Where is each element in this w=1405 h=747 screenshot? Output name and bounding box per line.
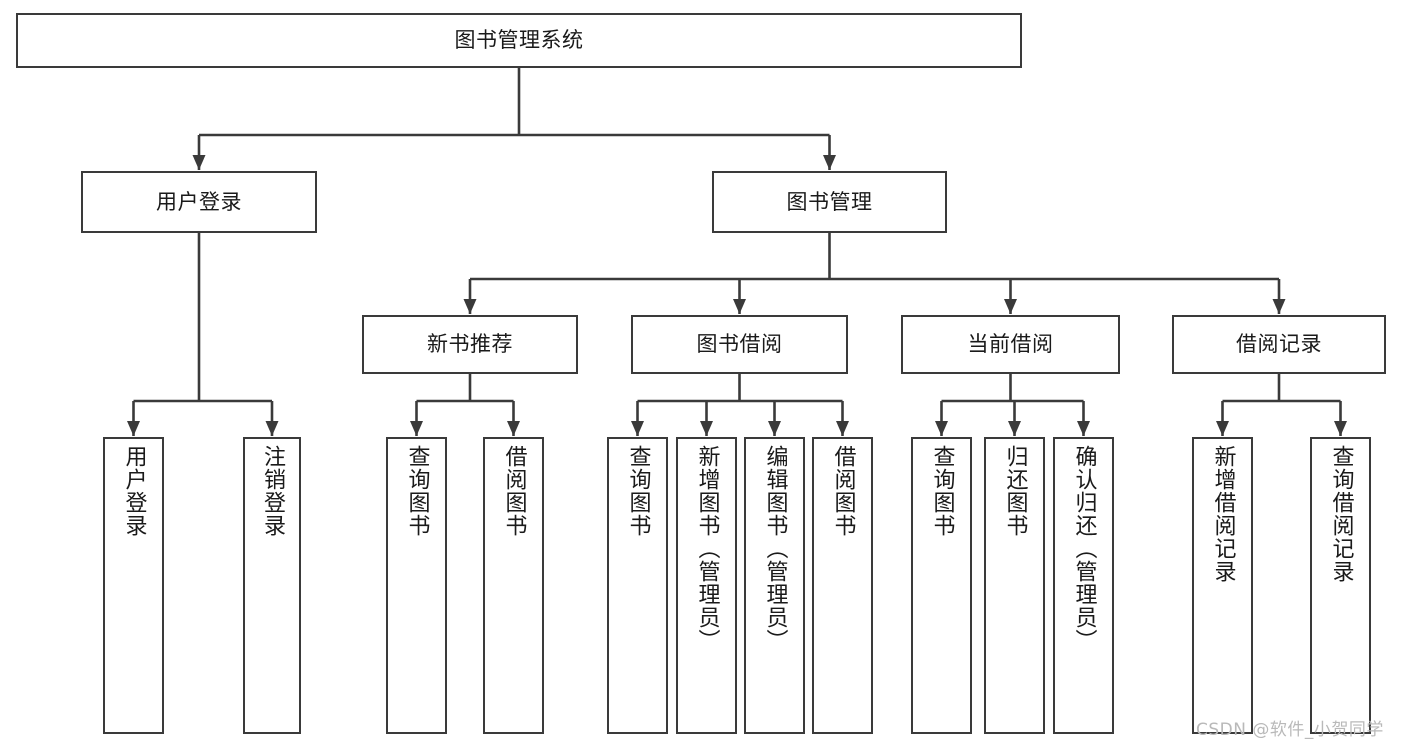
- node-label: 查询图书: [404, 445, 430, 537]
- node-leaf-borrow-1: 借阅图书: [483, 437, 544, 734]
- node-login: 用户登录: [81, 171, 317, 233]
- arrow-head: [1272, 299, 1286, 314]
- node-label: 借阅记录: [1236, 332, 1322, 357]
- arrow-head: [1004, 299, 1017, 314]
- node-label: 新增借阅记录: [1210, 445, 1236, 583]
- node-bookmgmt: 图书管理: [712, 171, 947, 233]
- node-label: 图书借阅: [696, 332, 783, 357]
- node-label: 当前借阅: [967, 332, 1054, 357]
- node-label: 查询借阅记录: [1328, 445, 1354, 583]
- node-borrow: 图书借阅: [631, 315, 848, 374]
- node-label: 用户登录: [156, 189, 242, 214]
- arrow-head: [507, 421, 520, 436]
- watermark: CSDN @软件_小贺同学: [1196, 720, 1384, 740]
- arrow-head: [1077, 421, 1090, 436]
- node-label: 图书管理: [786, 189, 873, 214]
- node-leaf-return: 归还图书: [984, 437, 1045, 734]
- node-newbook: 新书推荐: [362, 315, 578, 374]
- node-label: 查询图书: [929, 445, 955, 537]
- arrow-head: [192, 155, 206, 170]
- node-label: 借阅图书: [501, 445, 527, 537]
- node-leaf-query-1: 查询图书: [386, 437, 447, 734]
- node-leaf-borrow-2: 借阅图书: [812, 437, 873, 734]
- arrow-head: [935, 421, 948, 436]
- node-label: 图书管理系统: [454, 28, 584, 53]
- node-records: 借阅记录: [1172, 315, 1386, 374]
- arrow-head: [631, 421, 644, 436]
- node-leaf-query-2: 查询图书: [607, 437, 668, 734]
- arrow-head: [768, 421, 781, 436]
- node-label: 查询图书: [625, 445, 651, 537]
- arrow-head: [733, 299, 746, 314]
- node-leaf-add-book: 新增图书（管理员）: [676, 437, 737, 734]
- node-leaf-confirm: 确认归还（管理员）: [1053, 437, 1114, 734]
- node-label: 借阅图书: [830, 445, 856, 537]
- arrow-head: [410, 421, 423, 436]
- arrow-head: [265, 421, 279, 436]
- node-label: 归还图书: [1002, 445, 1028, 537]
- arrow-head: [127, 421, 140, 436]
- node-root: 图书管理系统: [16, 13, 1022, 68]
- node-leaf-query-3: 查询图书: [911, 437, 972, 734]
- node-label: 新增图书（管理员）: [694, 445, 720, 652]
- node-leaf-add-record: 新增借阅记录: [1192, 437, 1253, 734]
- arrow-head: [700, 421, 713, 436]
- arrow-head: [1334, 421, 1347, 436]
- node-label: 确认归还（管理员）: [1071, 445, 1097, 652]
- node-leaf-user-login: 用户登录: [103, 437, 164, 734]
- node-label: 编辑图书（管理员）: [762, 445, 788, 652]
- arrow-head: [836, 421, 849, 436]
- node-label: 注销登录: [260, 445, 285, 537]
- arrow-head: [463, 299, 477, 314]
- arrow-head: [1008, 421, 1021, 436]
- node-label: 用户登录: [121, 445, 147, 537]
- arrow-head: [1216, 421, 1229, 436]
- node-current: 当前借阅: [901, 315, 1120, 374]
- arrow-head: [823, 155, 836, 170]
- node-leaf-logout: 注销登录: [243, 437, 301, 734]
- node-label: 新书推荐: [427, 332, 513, 357]
- node-leaf-query-record: 查询借阅记录: [1310, 437, 1371, 734]
- node-leaf-edit-book: 编辑图书（管理员）: [744, 437, 805, 734]
